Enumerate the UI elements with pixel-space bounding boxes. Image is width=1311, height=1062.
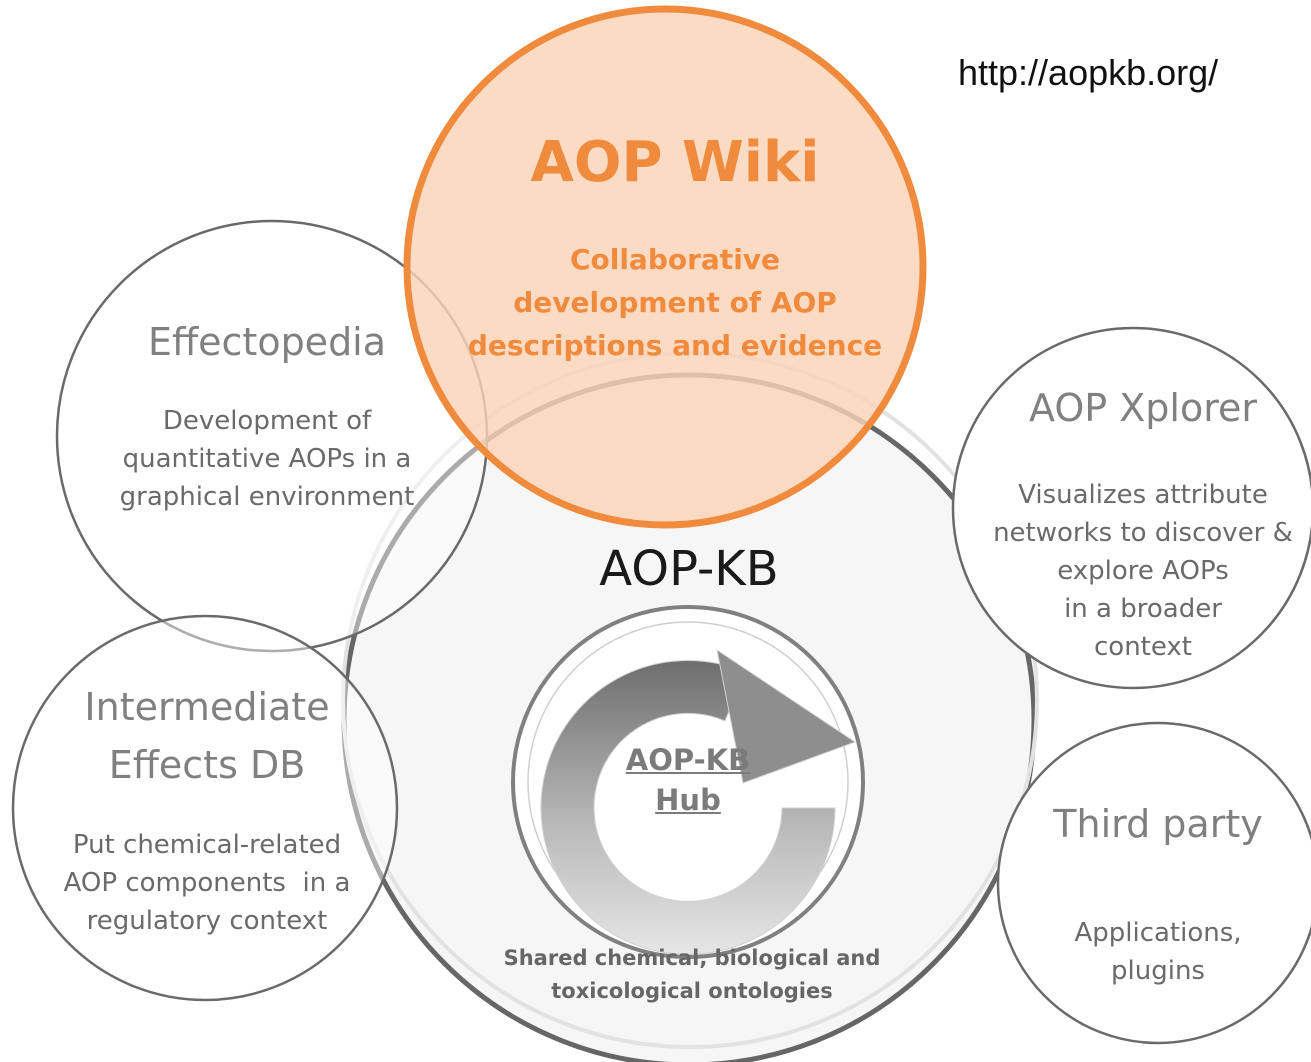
aop-xplorer-circle	[951, 326, 1311, 690]
third-party-description: Applications, plugins	[1074, 918, 1242, 986]
aop-wiki-description: Collaborative development of AOP descrip…	[467, 243, 883, 362]
ieff-db-description: Put chemical-related AOP components in a…	[63, 830, 351, 936]
effectopedia-description: Development of quantitative AOPs in a gr…	[119, 406, 415, 512]
aop-xplorer-title: AOP Xplorer	[1029, 386, 1257, 430]
aop-wiki-circle	[403, 5, 927, 529]
cycle-arrow-icon	[540, 648, 857, 955]
aop-wiki-title: AOP Wiki	[530, 130, 820, 195]
third-party-circle	[996, 721, 1311, 1045]
ieff-db-title: Intermediate Effects DB	[84, 685, 330, 787]
ieff-db-circle	[11, 614, 399, 1002]
aop-kb-title: AOP-KB	[599, 541, 779, 597]
third-party-title: Third party	[1053, 802, 1263, 846]
ontologies-caption: Shared chemical, biological and toxicolo…	[503, 946, 881, 1003]
effectopedia-title: Effectopedia	[147, 320, 387, 364]
aopkb-url-link[interactable]: http://aopkb.org/	[958, 52, 1219, 93]
aop-kb-hub-link[interactable]: AOP-KB Hub	[625, 743, 751, 817]
aop-xplorer-description: Visualizes attribute networks to discove…	[993, 480, 1293, 662]
